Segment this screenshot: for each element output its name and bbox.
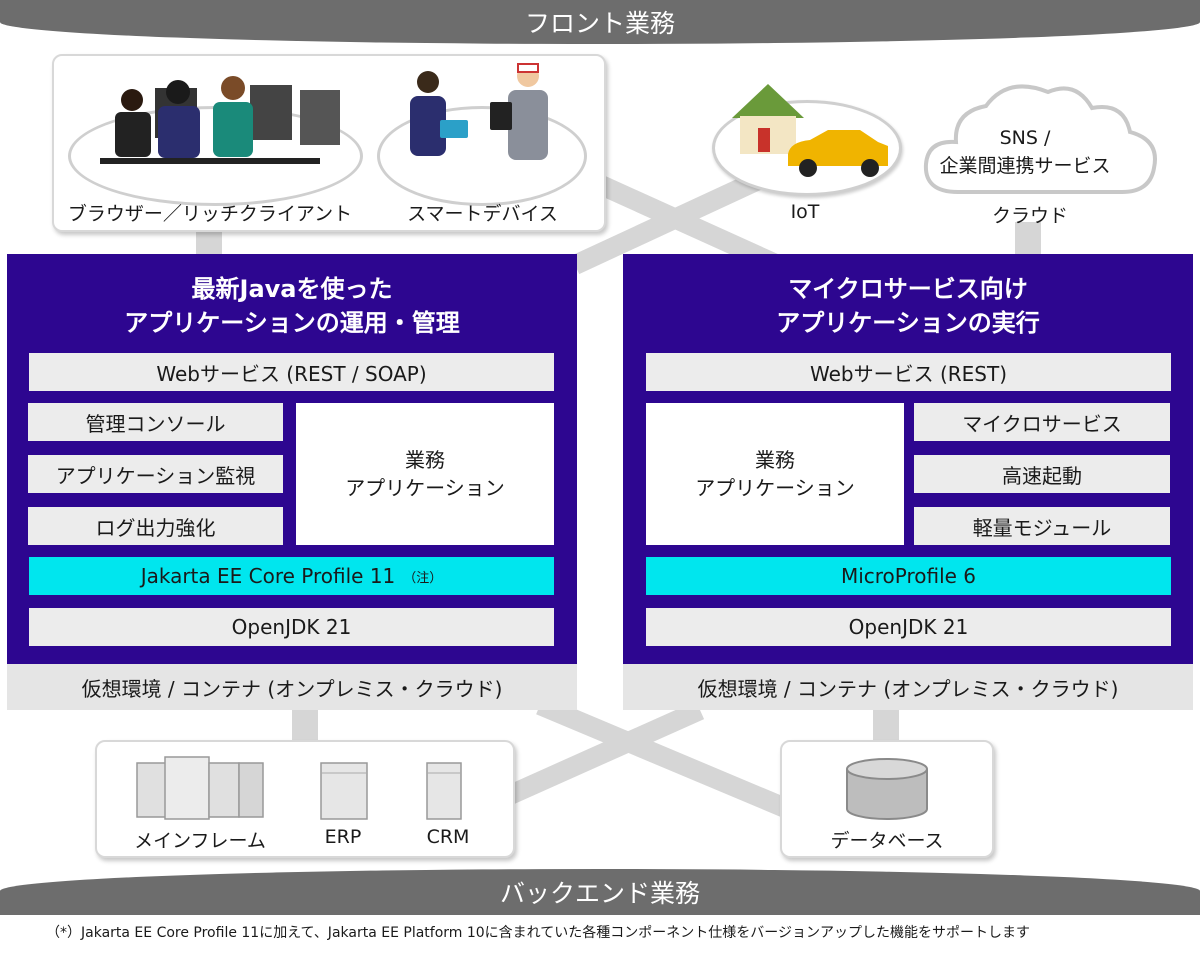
right-business-app-line1: 業務 — [755, 448, 795, 472]
iot-house-taxi-icon — [732, 84, 888, 177]
left-item-app-monitoring: アプリケーション監視 — [28, 455, 283, 493]
smart-device-users-icon — [410, 63, 548, 160]
left-panel-title-line2: アプリケーションの運用・管理 — [124, 309, 460, 337]
left-env-bar: 仮想環境 / コンテナ (オンプレミス・クラウド) — [7, 664, 577, 710]
erp-label: ERP — [324, 826, 362, 848]
database-label: データベース — [830, 830, 944, 852]
right-item-lightweight-module: 軽量モジュール — [914, 507, 1170, 545]
right-openjdk-bar: OpenJDK 21 — [646, 608, 1171, 646]
left-profile-label: Jakarta EE Core Profile 11 — [140, 564, 396, 588]
right-env-bar: 仮想環境 / コンテナ (オンプレミス・クラウド) — [623, 664, 1193, 710]
left-business-app: 業務 アプリケーション — [296, 403, 554, 545]
mainframe-label: メインフレーム — [134, 830, 266, 852]
left-jakarta-profile-bar: Jakarta EE Core Profile 11 （注） — [29, 557, 554, 595]
right-panel-title-line1: マイクロサービス向け — [788, 275, 1028, 303]
left-item-admin-console: 管理コンソール — [28, 403, 283, 441]
left-item-log-enhancement: ログ出力強化 — [28, 507, 283, 545]
right-item-fast-startup: 高速起動 — [914, 455, 1170, 493]
connector-browser — [196, 230, 222, 254]
left-profile-note: （注） — [403, 570, 443, 586]
crm-label: CRM — [426, 826, 470, 848]
cloud-text-sns: SNS / — [999, 127, 1051, 149]
connector-cloud — [1015, 222, 1041, 256]
iot-label: IoT — [790, 201, 820, 223]
right-item-microservice: マイクロサービス — [914, 403, 1170, 441]
database-icon — [846, 758, 928, 820]
mainframe-icon — [136, 756, 264, 820]
left-panel-title-line1: 最新Javaを使った — [191, 275, 393, 303]
crm-server-icon — [426, 762, 462, 820]
connector-backend-left — [292, 708, 318, 742]
left-web-service-bar: Webサービス (REST / SOAP) — [29, 353, 554, 391]
connector-db — [873, 708, 899, 742]
cloud-icon — [923, 84, 1157, 194]
connector-db-left — [536, 695, 794, 820]
right-panel: マイクロサービス向け アプリケーションの実行 Webサービス (REST) 業務… — [623, 254, 1193, 664]
right-web-service-bar: Webサービス (REST) — [646, 353, 1171, 391]
browser-label: ブラウザー／リッチクライアント — [67, 203, 353, 225]
cloud-label: クラウド — [991, 205, 1068, 227]
left-business-app-line1: 業務 — [405, 448, 445, 472]
erp-server-icon — [320, 762, 368, 820]
smart-device-label: スマートデバイス — [407, 203, 558, 225]
connector-back-right — [505, 700, 705, 805]
backend-banner: バックエンド業務 — [0, 869, 1200, 915]
left-openjdk-bar: OpenJDK 21 — [29, 608, 554, 646]
footnote: （*）Jakarta EE Core Profile 11に加えて、Jakart… — [46, 925, 1030, 941]
right-microprofile-bar: MicroProfile 6 — [646, 557, 1171, 595]
left-business-app-line2: アプリケーション — [345, 476, 505, 500]
front-banner: フロント業務 — [0, 0, 1200, 44]
connector-iot-left — [570, 160, 785, 275]
right-panel-title-line2: アプリケーションの実行 — [776, 309, 1040, 337]
cloud-text-services: 企業間連携サービス — [939, 155, 1111, 177]
right-business-app: 業務 アプリケーション — [646, 403, 904, 545]
left-panel: 最新Javaを使った アプリケーションの運用・管理 Webサービス (REST … — [7, 254, 577, 664]
office-workers-icon — [100, 76, 340, 164]
server-rack-icons — [136, 756, 462, 820]
right-business-app-line2: アプリケーション — [695, 476, 855, 500]
